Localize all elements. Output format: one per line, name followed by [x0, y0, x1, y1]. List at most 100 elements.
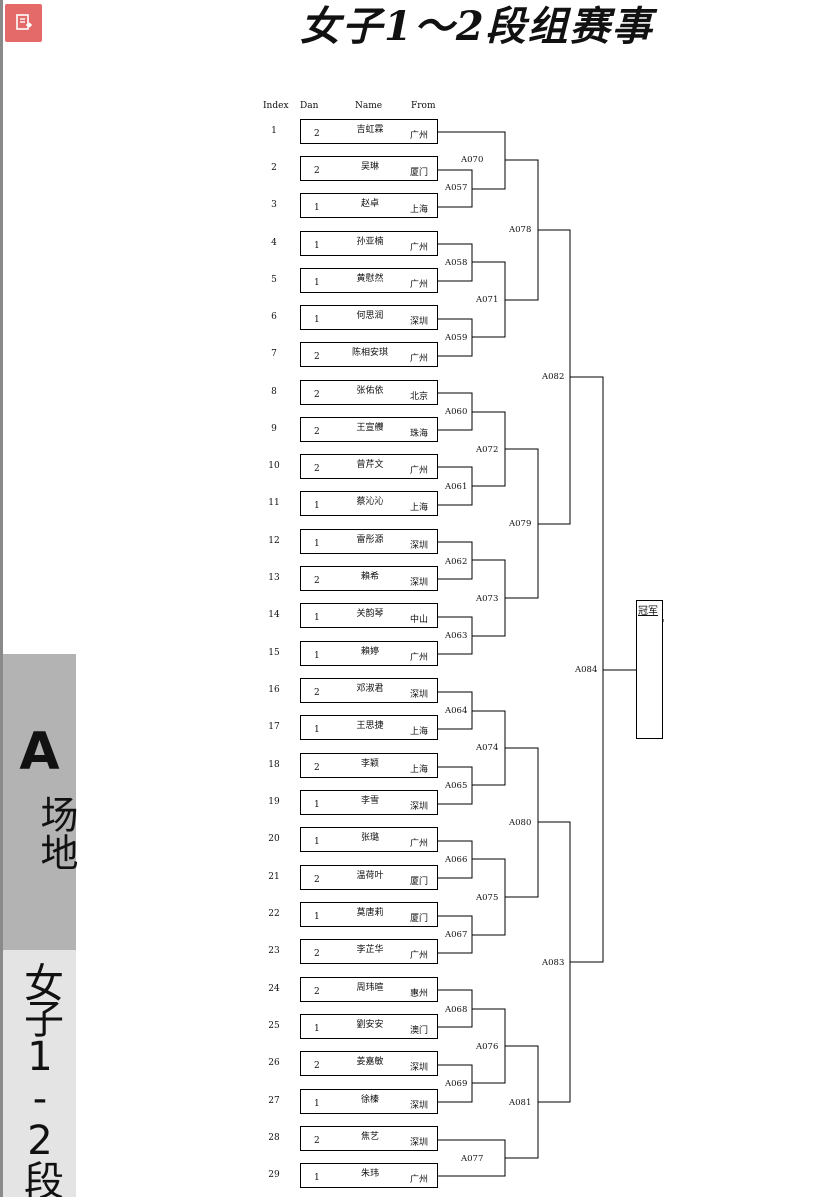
player-name: 张佑依: [356, 386, 384, 396]
bracket-line: [472, 261, 506, 338]
player-dan: 1: [314, 203, 320, 213]
player-from: 深圳: [410, 578, 429, 588]
player-dan: 2: [314, 427, 320, 437]
champion-box: [636, 600, 663, 739]
page-title: 女子1～2段组赛事: [300, 3, 654, 50]
player-dan: 1: [314, 1099, 320, 1109]
player-from: 广州: [410, 243, 429, 253]
player-index: 16: [268, 685, 280, 695]
player-dan: 1: [314, 800, 320, 810]
player-row[interactable]: 1 李雪深圳: [300, 790, 438, 815]
player-from: 广州: [410, 839, 429, 849]
export-button[interactable]: [5, 4, 42, 42]
player-from: 深圳: [410, 541, 429, 551]
player-index: 1: [271, 126, 277, 136]
match-label: A062: [445, 557, 468, 567]
player-name: 莫唐莉: [356, 908, 384, 918]
player-dan: 1: [314, 1173, 320, 1183]
player-from: 惠州: [410, 989, 429, 999]
venue-word: 场地: [34, 795, 78, 871]
player-row[interactable]: 2 张佑依北京: [300, 380, 438, 405]
player-from: 深圳: [410, 1138, 429, 1148]
match-label: A065: [445, 781, 468, 791]
player-from: 广州: [410, 466, 429, 476]
match-label: A078: [509, 225, 532, 235]
player-dan: 2: [314, 390, 320, 400]
player-dan: 1: [314, 912, 320, 922]
player-from: 深圳: [410, 1063, 429, 1073]
player-from: 深圳: [410, 317, 429, 327]
match-label: A068: [445, 1005, 468, 1015]
player-name: 王宣艭: [356, 423, 384, 433]
window-left-border: [0, 0, 3, 1197]
player-dan: 2: [314, 1061, 320, 1071]
player-from: 上海: [410, 727, 429, 737]
player-name: 曾芹文: [356, 460, 384, 470]
player-index: 13: [268, 573, 280, 583]
player-row[interactable]: 2 王宣艭珠海: [300, 417, 438, 442]
player-name: 赵卓: [360, 199, 379, 209]
player-from: 北京: [410, 392, 429, 402]
player-name: 李雪: [360, 796, 379, 806]
player-dan: 1: [314, 837, 320, 847]
player-index: 21: [268, 872, 280, 882]
player-from: 广州: [410, 354, 429, 364]
player-name: 姜嘉敏: [356, 1057, 384, 1067]
player-from: 广州: [410, 951, 429, 961]
player-dan: 1: [314, 278, 320, 288]
player-row[interactable]: 1 莫唐莉厦门: [300, 902, 438, 927]
match-label: A081: [509, 1098, 532, 1108]
player-index: 18: [268, 760, 280, 770]
player-index: 27: [268, 1096, 280, 1106]
player-from: 深圳: [410, 1101, 429, 1111]
match-label: A074: [476, 743, 499, 753]
player-dan: 2: [314, 875, 320, 885]
player-name: 孙亚楠: [356, 237, 384, 247]
player-from: 上海: [410, 765, 429, 775]
match-label: A077: [461, 1154, 484, 1164]
player-index: 2: [271, 163, 277, 173]
match-label: A084: [575, 665, 598, 675]
player-row[interactable]: 2 姜嘉敏深圳: [300, 1051, 438, 1076]
match-label: A082: [542, 372, 565, 382]
player-from: 深圳: [410, 802, 429, 812]
venue-tab[interactable]: A 场地: [3, 654, 78, 950]
match-label: A061: [445, 482, 468, 492]
player-name: 朱玮: [360, 1169, 379, 1179]
match-label: A060: [445, 407, 468, 417]
match-label: A080: [509, 818, 532, 828]
match-label: A063: [445, 631, 468, 641]
player-dan: 2: [314, 987, 320, 997]
player-from: 厦门: [410, 914, 429, 924]
player-from: 珠海: [410, 429, 429, 439]
group-tab[interactable]: 女子1-2段组别: [3, 950, 76, 1197]
player-from: 广州: [410, 653, 429, 663]
player-index: 28: [268, 1133, 280, 1143]
bracket-line: [472, 858, 506, 936]
player-index: 24: [268, 984, 280, 994]
